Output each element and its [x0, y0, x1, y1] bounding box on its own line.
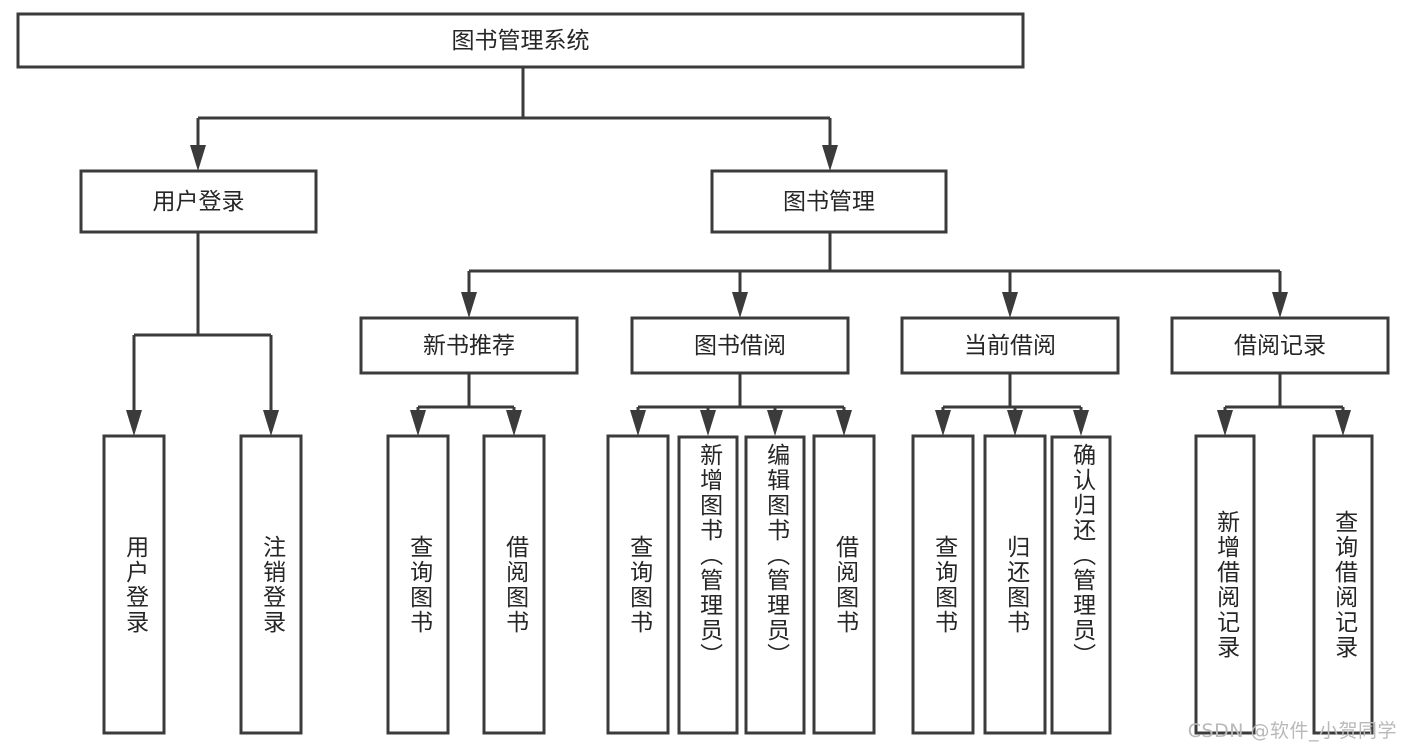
conn-new-book-rec: [410, 373, 522, 436]
node-new-book-rec[interactable]: [359, 316, 579, 375]
conn-user-login: [126, 232, 279, 436]
arrow-head-icon: [767, 410, 783, 436]
node-box[interactable]: [900, 316, 1120, 375]
conn-book-borrow: [630, 373, 852, 436]
conn-current-borrow: [935, 373, 1089, 436]
node-box[interactable]: [1170, 316, 1390, 375]
arrow-head-icon: [461, 292, 477, 318]
node-box[interactable]: [812, 434, 876, 735]
node-label: 用户登录: [153, 189, 245, 215]
connector-layer: [126, 67, 1351, 436]
arrow-head-icon: [1217, 410, 1233, 436]
conn-book-manage: [461, 232, 1288, 318]
node-label: 新书推荐: [423, 333, 515, 359]
node-box[interactable]: [1194, 434, 1256, 735]
node-box[interactable]: [79, 169, 318, 234]
node-root[interactable]: [16, 12, 1025, 69]
arrow-head-icon: [700, 410, 716, 436]
node-box[interactable]: [630, 316, 850, 375]
conn-root: [190, 67, 838, 171]
node-leaf-query-book-2[interactable]: [606, 434, 670, 735]
node-box[interactable]: [1050, 435, 1112, 735]
arrow-head-icon: [506, 410, 522, 436]
arrow-head-icon: [126, 410, 142, 436]
node-user-login[interactable]: [79, 169, 318, 234]
arrow-head-icon: [410, 410, 426, 436]
node-leaf-borrow-book-2[interactable]: [812, 434, 876, 735]
arrow-head-icon: [190, 145, 206, 171]
node-box[interactable]: [677, 435, 739, 735]
node-borrow-record[interactable]: [1170, 316, 1390, 375]
arrow-head-icon: [1073, 410, 1089, 436]
node-box[interactable]: [102, 434, 166, 735]
csdn-watermark: CSDN @软件_小贺同学: [1187, 720, 1397, 742]
arrow-head-icon: [1272, 292, 1288, 318]
arrow-head-icon: [1002, 292, 1018, 318]
node-current-borrow[interactable]: [900, 316, 1120, 375]
node-box[interactable]: [16, 12, 1025, 69]
node-box[interactable]: [744, 435, 806, 735]
node-leaf-query-book-1[interactable]: [386, 434, 450, 735]
node-label: 当前借阅: [964, 333, 1056, 359]
node-leaf-add-book[interactable]: [677, 435, 739, 735]
node-leaf-query-record[interactable]: [1312, 434, 1374, 735]
arrow-head-icon: [836, 410, 852, 436]
node-leaf-query-book-3[interactable]: [911, 434, 975, 735]
node-label: 图书借阅: [694, 333, 786, 359]
node-box[interactable]: [606, 434, 670, 735]
node-box[interactable]: [386, 434, 450, 735]
node-box[interactable]: [239, 434, 303, 735]
node-box[interactable]: [482, 434, 546, 735]
node-box[interactable]: [1312, 434, 1374, 735]
node-label: 图书管理系统: [452, 28, 590, 54]
arrow-head-icon: [1007, 410, 1023, 436]
arrow-head-icon: [822, 145, 838, 171]
arrow-head-icon: [1335, 410, 1351, 436]
node-book-manage[interactable]: [710, 169, 948, 234]
conn-borrow-record: [1217, 373, 1351, 436]
node-box[interactable]: [359, 316, 579, 375]
node-leaf-return-book[interactable]: [983, 434, 1047, 735]
node-label: 借阅记录: [1234, 333, 1326, 359]
node-box[interactable]: [983, 434, 1047, 735]
arrow-head-icon: [630, 410, 646, 436]
node-label: 图书管理: [783, 189, 875, 215]
node-box[interactable]: [710, 169, 948, 234]
arrow-head-icon: [263, 410, 279, 436]
arrow-head-icon: [732, 292, 748, 318]
node-book-borrow[interactable]: [630, 316, 850, 375]
node-box[interactable]: [911, 434, 975, 735]
node-leaf-edit-book[interactable]: [744, 435, 806, 735]
node-leaf-confirm-return[interactable]: [1050, 435, 1112, 735]
node-leaf-user-login[interactable]: [102, 434, 166, 735]
node-leaf-borrow-book-1[interactable]: [482, 434, 546, 735]
node-leaf-logout[interactable]: [239, 434, 303, 735]
arrow-head-icon: [935, 410, 951, 436]
node-leaf-add-record[interactable]: [1194, 434, 1256, 735]
